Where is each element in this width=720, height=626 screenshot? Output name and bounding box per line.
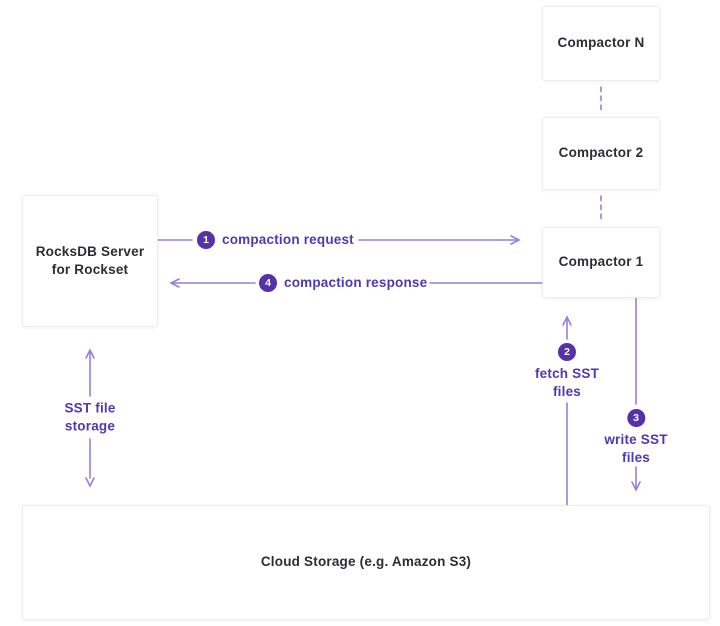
- box-compactor-2-label: Compactor 2: [558, 145, 644, 161]
- label-fetch-sst-files: 2 fetch SST files: [535, 343, 599, 400]
- fetch-arrowhead-up: [562, 315, 572, 326]
- box-compactor-n: Compactor N: [542, 6, 660, 81]
- box-compactor-2: Compactor 2: [542, 117, 660, 190]
- label-compaction-request: 1 compaction request: [197, 231, 354, 249]
- box-compactor-1-label: Compactor 1: [558, 254, 644, 270]
- response-arrowhead-left: [169, 278, 180, 288]
- step-4-badge: 4: [259, 274, 277, 292]
- box-compactor-n-label: Compactor N: [557, 35, 645, 51]
- storage-arrowhead-up: [85, 348, 95, 359]
- box-cloud-storage: Cloud Storage (e.g. Amazon S3): [22, 505, 710, 620]
- label-sst-file-storage: SST file storage: [64, 400, 116, 433]
- step-2-badge: 2: [558, 343, 576, 361]
- write-arrowhead-down: [631, 481, 641, 492]
- step-1-badge: 1: [197, 231, 215, 249]
- request-arrowhead-right: [510, 235, 521, 245]
- label-compaction-response: 4 compaction response: [259, 274, 427, 292]
- write-sst-files-caption: write SST files: [604, 432, 668, 465]
- box-compactor-1: Compactor 1: [542, 227, 660, 298]
- box-rocksdb-server: RocksDB Server for Rockset: [22, 195, 158, 327]
- label-write-sst-files: 3 write SST files: [604, 409, 667, 466]
- storage-arrowhead-down: [85, 477, 95, 488]
- compaction-response-caption: compaction response: [284, 275, 428, 291]
- fetch-sst-files-caption: fetch SST files: [534, 366, 600, 399]
- box-cloud-storage-label: Cloud Storage (e.g. Amazon S3): [260, 554, 472, 570]
- box-rocksdb-server-label: RocksDB Server for Rockset: [35, 243, 145, 277]
- step-3-badge: 3: [626, 409, 645, 427]
- compaction-request-caption: compaction request: [222, 232, 354, 248]
